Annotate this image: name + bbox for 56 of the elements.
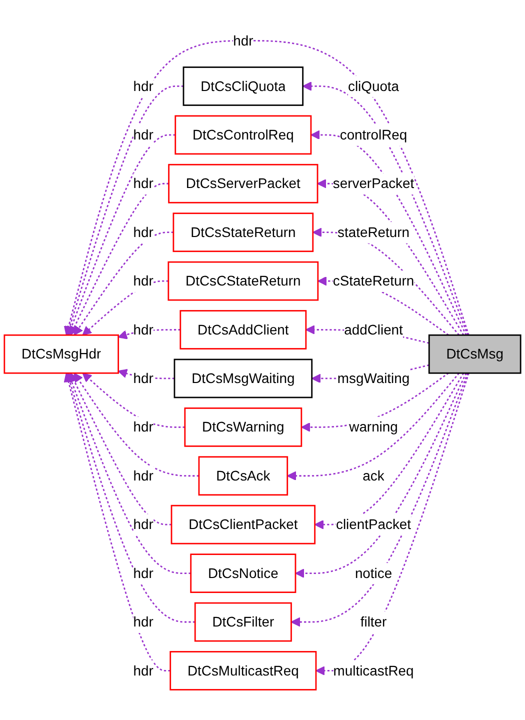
edge-label: hdr <box>133 272 154 289</box>
arrow <box>67 372 191 574</box>
node-box: DtCsWarning <box>184 407 302 447</box>
edge-label: hdr <box>133 565 154 582</box>
edge-label: hdr <box>233 32 254 48</box>
node-box: DtCsAck <box>198 456 288 496</box>
node-box: DtCsFilter <box>194 602 292 642</box>
node-box: DtCsMulticastReq <box>170 651 317 690</box>
edge-label: warning <box>349 418 398 435</box>
arrow <box>82 372 185 428</box>
arrow <box>316 372 470 676</box>
edge-label: stateReturn <box>338 224 410 240</box>
edge-label: filter <box>360 614 387 630</box>
arrow <box>70 182 169 336</box>
edge-label: hdr <box>133 126 154 143</box>
node-box: DtCsMsgWaiting <box>174 358 313 398</box>
edge-label: hdr <box>133 370 154 386</box>
edge-label: hdr <box>133 614 154 630</box>
edge-label: hdr <box>133 224 154 240</box>
node-box: DtCsCliQuota <box>182 66 304 106</box>
edge-label: msgWaiting <box>337 370 410 386</box>
arrow <box>82 280 168 336</box>
edge-label: hdr <box>133 418 154 435</box>
arrow <box>74 372 199 477</box>
edge-label: cliQuota <box>348 78 400 94</box>
edge-label: cStateReturn <box>332 272 414 289</box>
edge-label: hdr <box>133 516 154 532</box>
node-box: DtCsMsgHdr <box>4 334 119 374</box>
node-box: DtCsStateReturn <box>172 212 314 252</box>
arrow <box>314 372 464 530</box>
edge-label: ack <box>362 468 384 484</box>
edge-label: notice <box>354 565 392 582</box>
arrow <box>70 372 172 526</box>
arrow <box>118 329 180 340</box>
arrow <box>65 86 184 336</box>
edge-label: clientPacket <box>336 516 412 532</box>
node-box: DtCsServerPacket <box>168 164 318 204</box>
arrow <box>67 134 176 336</box>
arrow <box>64 372 170 672</box>
edge-label: controlReq <box>340 126 408 143</box>
edge-label: hdr <box>133 662 154 678</box>
arrow <box>74 232 174 336</box>
edge-label: hdr <box>133 468 154 484</box>
edge-label: addClient <box>344 321 403 338</box>
edge-label: hdr <box>133 78 154 94</box>
node-box: DtCsControlReq <box>174 115 312 155</box>
node-box: DtCsNotice <box>190 554 296 593</box>
edge-label: multicastReq <box>333 662 414 678</box>
node-box: DtCsAddClient <box>180 310 307 350</box>
node-box: DtCsCStateReturn <box>168 261 319 301</box>
node-box: DtCsMsg <box>428 334 522 374</box>
arrow <box>65 372 196 623</box>
edge-label: hdr <box>133 321 154 338</box>
node-box: DtCsClientPacket <box>170 504 316 544</box>
edge-label: serverPacket <box>332 175 414 192</box>
edge-label: hdr <box>133 175 154 192</box>
